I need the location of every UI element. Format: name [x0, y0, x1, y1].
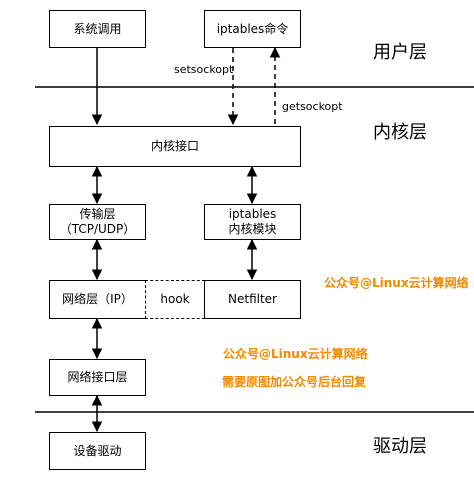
node-transport-layer-line1: 传输层 [79, 207, 116, 221]
edge-label-setsockopt: setsockopt [174, 63, 234, 76]
node-kernel-interface-label: 内核接口 [150, 139, 199, 153]
node-network-layer-label: 网络层（IP） [62, 292, 133, 306]
watermark-center-note: 需要原图加公众号后台回复 [222, 375, 367, 389]
watermark-right: 公众号@Linux云计算网络 [324, 276, 469, 290]
node-iptables-command-label: iptables命令 [216, 21, 289, 36]
node-iptables-kernel-module: iptables 内核模块 [204, 204, 301, 240]
node-netfilter: Netfilter [204, 280, 301, 319]
node-transport-layer: 传输层 （TCP/UDP） [49, 204, 146, 240]
layer-label-user: 用户层 [373, 42, 427, 63]
edge-label-getsockopt: getsockopt [282, 100, 343, 113]
node-device-driver: 设备驱动 [49, 432, 146, 470]
node-netfilter-label: Netfilter [228, 292, 277, 306]
node-transport-layer-line2: （TCP/UDP） [59, 222, 136, 236]
node-iptables-kernel-module-line1: iptables [228, 207, 277, 221]
layer-label-driver: 驱动层 [373, 436, 427, 457]
node-link-layer: 网络接口层 [49, 359, 146, 396]
node-syscall-label: 系统调用 [73, 21, 122, 36]
node-iptables-kernel-module-line2: 内核模块 [228, 222, 277, 236]
node-hook: hook [145, 280, 205, 319]
watermark-center: 公众号@Linux云计算网络 [223, 347, 368, 361]
layer-label-kernel: 内核层 [373, 122, 427, 143]
node-hook-label: hook [160, 292, 190, 306]
node-kernel-interface: 内核接口 [49, 126, 301, 167]
node-device-driver-label: 设备驱动 [73, 443, 122, 458]
node-syscall: 系统调用 [49, 10, 146, 48]
node-iptables-command: iptables命令 [204, 10, 301, 48]
node-link-layer-label: 网络接口层 [67, 370, 128, 384]
node-network-layer: 网络层（IP） [49, 280, 146, 319]
